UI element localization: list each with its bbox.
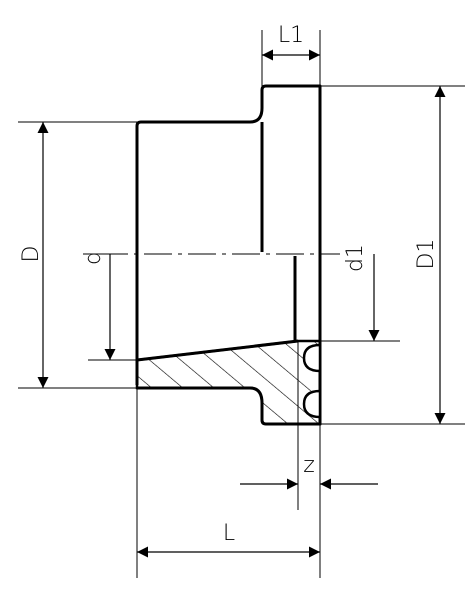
dimension-lines	[37, 49, 446, 558]
label-d: d	[81, 251, 106, 265]
dimension-labels: L1 D d d1 D1 z L	[19, 23, 439, 546]
label-D: D	[19, 246, 44, 263]
seal-groove-lower	[302, 389, 322, 419]
label-D1: D1	[414, 239, 439, 270]
label-L1: L1	[278, 23, 304, 48]
extension-lines	[18, 30, 465, 578]
seal-groove-upper	[302, 343, 322, 373]
label-L: L	[223, 521, 235, 546]
label-z: z	[303, 453, 315, 478]
label-d1: d1	[343, 244, 368, 272]
hatched-section	[135, 339, 322, 426]
